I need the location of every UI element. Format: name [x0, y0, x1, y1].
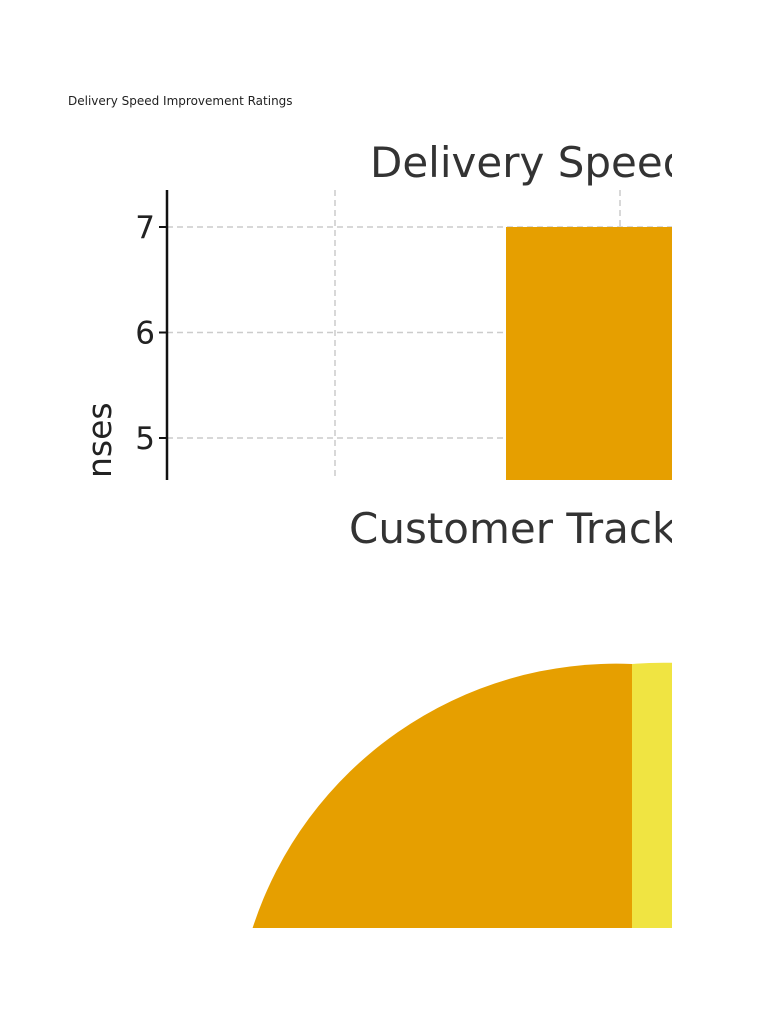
bar-chart-title: Delivery Speed [370, 138, 672, 187]
pie-slice-yellow [632, 662, 672, 928]
pie-slice-orange [252, 663, 632, 928]
y-tick-label: 6 [135, 316, 155, 352]
y-tick-label: 7 [135, 210, 155, 246]
y-tick-label: 5 [135, 421, 155, 457]
bar-chart-plot: 7 6 5 [135, 190, 672, 480]
bar [506, 227, 672, 480]
pie-chart-plot [252, 662, 672, 928]
document-heading: Delivery Speed Improvement Ratings [68, 94, 293, 108]
pie-chart-title: Customer Track [349, 504, 672, 553]
customer-tracking-pie-chart: Customer Track [68, 480, 672, 928]
